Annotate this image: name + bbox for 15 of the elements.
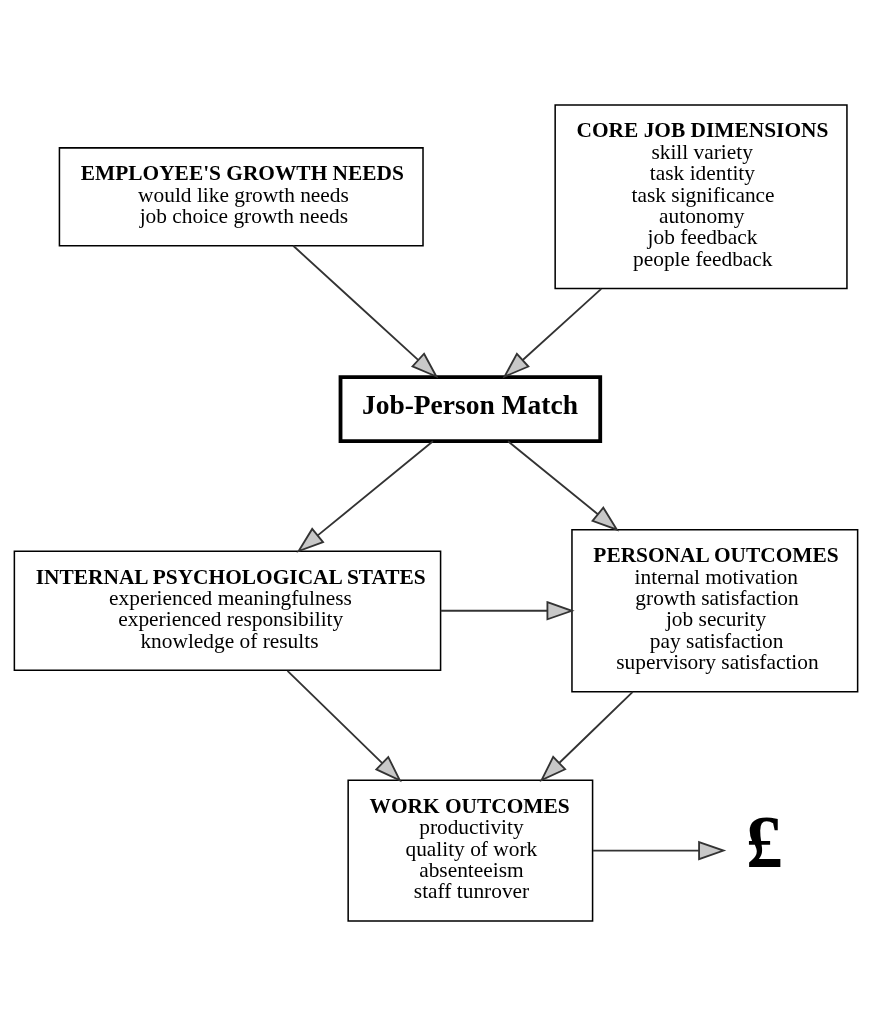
arrow: [439, 600, 575, 621]
node-box: WORK OUTCOMES productivity quality of work absenteeism staff tunrover: [347, 779, 594, 922]
node-box: INTERNAL PSYCHOLOGICAL STATES experienced meaningfulness experienced responsibility knowledge of results: [13, 549, 442, 671]
arrow: [507, 439, 620, 531]
arrow: [502, 287, 603, 378]
arrow: [286, 669, 402, 782]
arrow: [292, 244, 439, 378]
node-text: £: [746, 801, 783, 883]
node-box: EMPLOYEE'S GROWTH NEEDS would like growth needs job choice growth needs: [58, 146, 424, 246]
arrow: [296, 439, 434, 553]
arrow: [592, 840, 727, 860]
node-box: PERSONAL OUTCOMES internal motivation growth satisfaction job security pay satisfaction supervisory satisfaction: [571, 528, 859, 692]
arrow: [539, 690, 634, 782]
node-box: CORE JOB DIMENSIONS skill variety task identity task significance autonomy job feedback people feedback: [554, 103, 848, 289]
node-box: Job-Person Match: [338, 374, 603, 443]
